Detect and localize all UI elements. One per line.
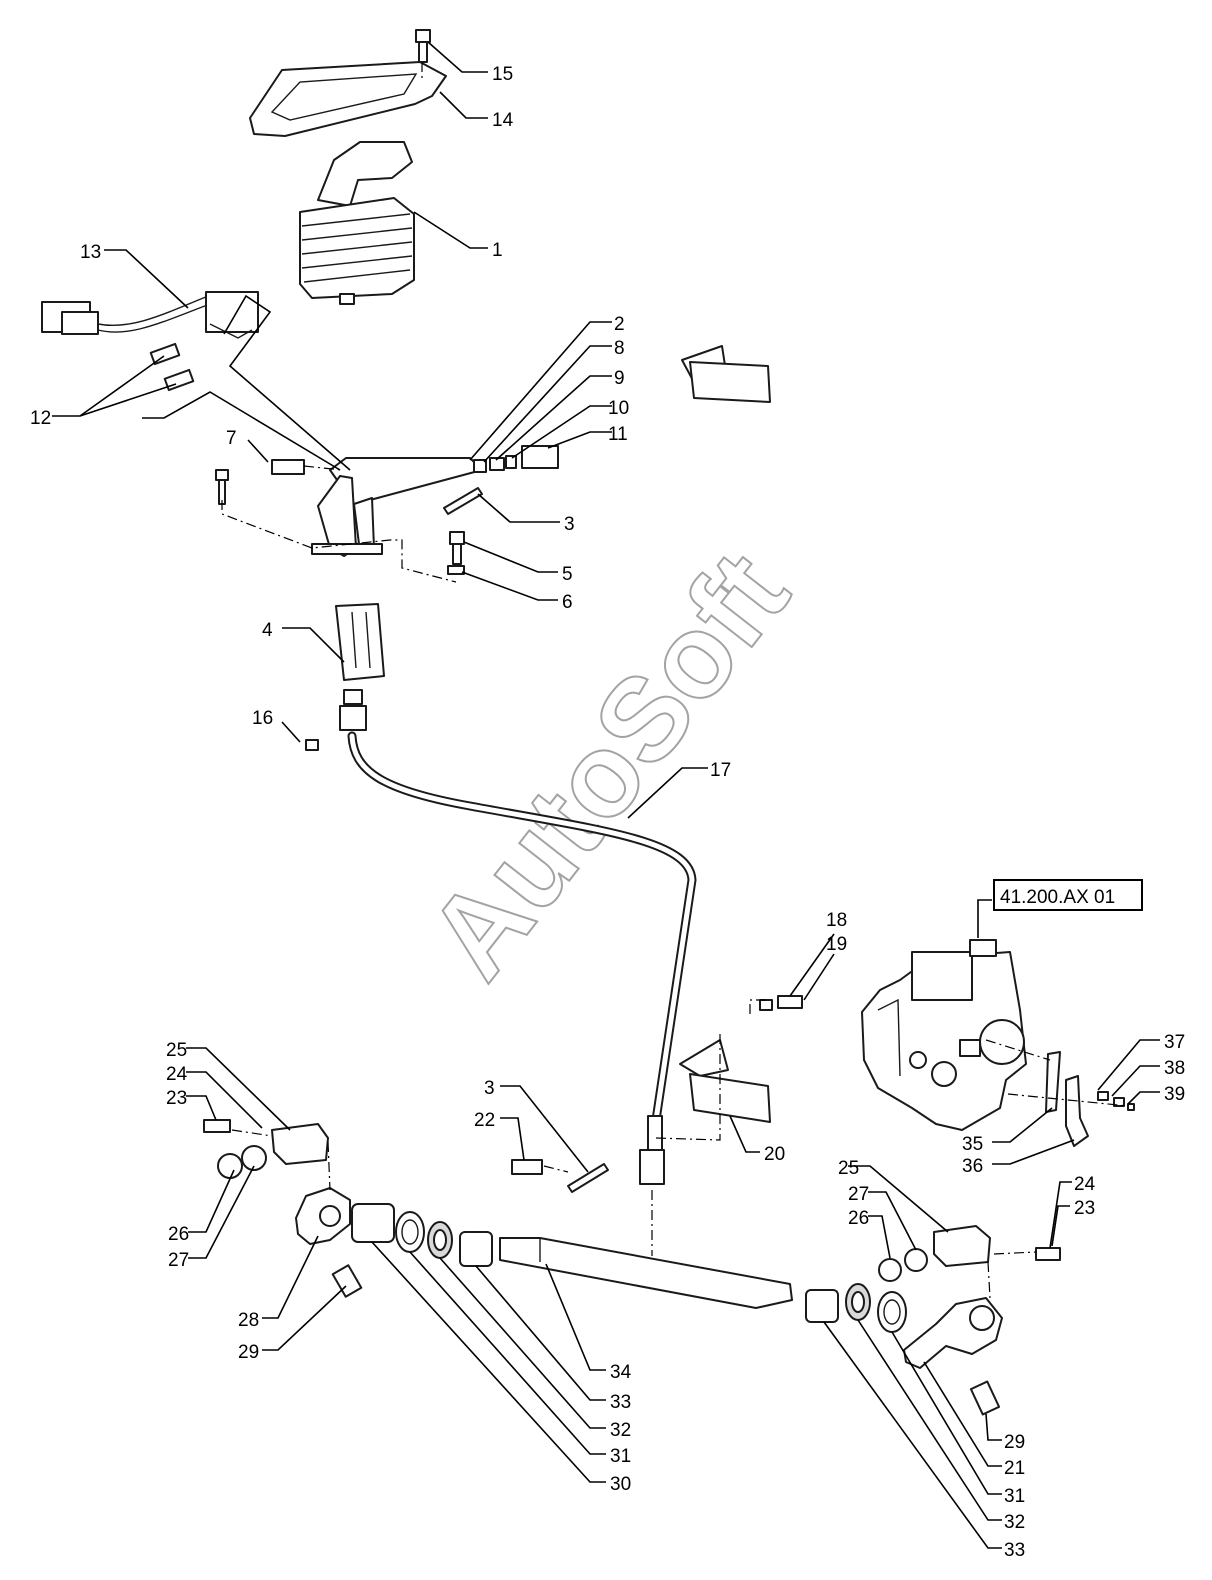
callout-28: 28	[238, 1310, 259, 1331]
cable-bracket-20	[679, 345, 803, 1123]
callout-38: 38	[1164, 1058, 1185, 1079]
bolt-5-6	[447, 531, 465, 575]
callout-32-right: 32	[1004, 1512, 1025, 1533]
callout-23-left: 23	[166, 1088, 187, 1109]
callout-31-right: 31	[1004, 1486, 1025, 1507]
screw-15	[415, 29, 431, 63]
callout-11: 11	[608, 424, 628, 445]
callout-35: 35	[962, 1134, 983, 1155]
callout-25-left: 25	[166, 1040, 187, 1061]
reference-label: 41.200.AX 01	[1000, 887, 1115, 908]
bushing-30	[351, 1203, 395, 1243]
callout-33-right: 33	[1004, 1540, 1025, 1561]
callout-3-lower: 3	[484, 1078, 495, 1099]
lever-28-left	[295, 1187, 351, 1245]
ring-32-left	[427, 1221, 453, 1259]
callout-10: 10	[608, 398, 629, 419]
ring-31-left	[395, 1211, 425, 1253]
watermark: AutoSoft	[403, 529, 814, 1003]
callout-24-left: 24	[166, 1064, 188, 1085]
clamp-left-25	[203, 1119, 329, 1165]
center-lines	[221, 62, 1129, 1299]
callout-9: 9	[614, 368, 625, 389]
callout-27-right: 27	[848, 1184, 869, 1205]
pin-7	[271, 459, 305, 475]
callout-14: 14	[492, 110, 514, 131]
callout-20: 20	[764, 1144, 785, 1165]
callout-22: 22	[474, 1110, 495, 1131]
lever-21-right	[903, 1297, 1003, 1369]
guide-4	[335, 603, 385, 681]
shaft-34	[499, 1237, 793, 1309]
callout-5: 5	[562, 564, 573, 585]
spring-8-9-10-11	[473, 445, 559, 473]
ring-31-right	[877, 1291, 907, 1333]
callout-12: 12	[30, 408, 51, 429]
switch-harness	[41, 291, 259, 392]
injection-pump	[861, 939, 1027, 1131]
callout-25-right: 25	[838, 1158, 859, 1179]
callout-15: 15	[492, 64, 513, 85]
callout-33-left: 33	[610, 1392, 631, 1413]
nut-washer-26-27-left	[217, 1145, 267, 1179]
control-cable	[305, 689, 697, 1185]
callout-3-upper: 3	[564, 514, 575, 535]
bushing-33-left	[459, 1231, 493, 1267]
callout-36: 36	[962, 1156, 983, 1177]
callout-27-left: 27	[168, 1250, 189, 1271]
callout-7: 7	[226, 428, 237, 449]
nut-washer-26-27-right	[878, 1248, 928, 1282]
callout-39: 39	[1164, 1084, 1185, 1105]
pin-3-lower	[567, 1163, 609, 1193]
callout-21: 21	[1004, 1458, 1025, 1479]
callout-29-left: 29	[238, 1342, 259, 1363]
callout-29-right: 29	[1004, 1432, 1025, 1453]
callout-1: 1	[492, 240, 503, 261]
callout-31-left: 31	[610, 1446, 631, 1467]
callout-26-left: 26	[168, 1224, 189, 1245]
callout-8: 8	[614, 338, 625, 359]
callouts: 15 14 1 13 12 2 8 9 10 11 7 3 5 6 4 16 1…	[30, 64, 1185, 1561]
callout-37: 37	[1164, 1032, 1185, 1053]
lever-bracket	[311, 457, 483, 557]
callout-4: 4	[262, 620, 273, 641]
callout-34: 34	[610, 1362, 632, 1383]
callout-26-right: 26	[848, 1208, 869, 1229]
pin-3-upper	[443, 487, 483, 515]
callout-23-right: 23	[1074, 1198, 1095, 1219]
callout-2: 2	[614, 314, 625, 335]
callout-17: 17	[710, 760, 731, 781]
bolt-29-left	[331, 1264, 363, 1298]
reference-box	[993, 879, 1143, 911]
callout-19: 19	[826, 934, 847, 955]
bushing-33-right	[805, 1289, 839, 1323]
callout-16: 16	[252, 708, 273, 729]
gaiter-frame	[249, 61, 447, 137]
hand-lever-boot	[299, 141, 415, 305]
callout-30: 30	[610, 1474, 631, 1495]
callout-18: 18	[826, 910, 847, 931]
ring-32-right	[845, 1283, 871, 1321]
clamp-right-25	[933, 1225, 1061, 1267]
bolt-left	[215, 469, 229, 505]
leader-lines	[52, 41, 1160, 1549]
callout-32-left: 32	[610, 1420, 631, 1441]
bolt-29-right	[969, 1380, 1001, 1416]
pump-lever-35-36	[1045, 1051, 1135, 1147]
callout-13: 13	[80, 242, 101, 263]
callout-6: 6	[562, 592, 573, 613]
callout-24-right: 24	[1074, 1174, 1096, 1195]
pin-22	[511, 1159, 543, 1175]
